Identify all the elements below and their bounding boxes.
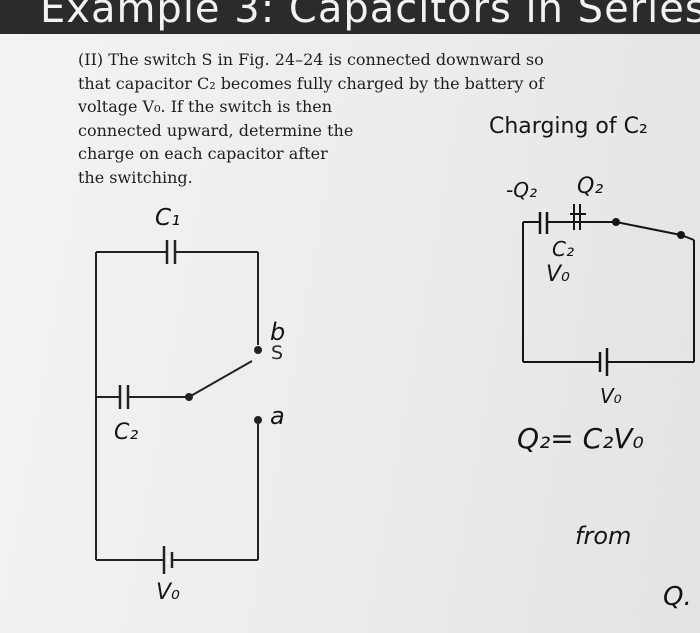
a-label: a xyxy=(270,402,285,430)
c1-label: C₁ xyxy=(155,205,181,231)
charging-heading: Charging of C₂ xyxy=(489,114,648,139)
problem-line: voltage V₀. If the switch is then xyxy=(78,97,333,116)
bottom-q: Q. xyxy=(663,582,692,612)
c2-label: C₂ xyxy=(114,420,139,445)
from-text: from xyxy=(575,522,632,550)
problem-line: charge on each capacitor after xyxy=(78,144,328,163)
handwritten-dots xyxy=(612,218,685,239)
terminal-b xyxy=(254,346,262,354)
terminal-dots xyxy=(185,346,262,424)
neg-q2-label: -Q₂ xyxy=(506,178,537,202)
b-label: b xyxy=(270,318,286,346)
problem-statement: (II) The switch S in Fig. 24–24 is conne… xyxy=(78,48,618,189)
problem-line: connected upward, determine the xyxy=(78,120,354,140)
switch-pivot xyxy=(185,393,193,401)
q2-label: Q₂ xyxy=(577,174,604,199)
title-banner: Example 3: Capacitors in Series xyxy=(0,0,700,34)
right-node xyxy=(612,218,620,226)
banner-title: Example 3: Capacitors in Series xyxy=(40,0,700,32)
v0-label: V₀ xyxy=(156,580,180,605)
notes-c2-label: C₂ xyxy=(552,237,574,261)
textbook-page xyxy=(0,34,700,633)
printed-circuit xyxy=(95,240,259,574)
terminal-a xyxy=(254,416,262,424)
handwritten-circuit xyxy=(522,204,695,376)
notes-v0-label: V₀ xyxy=(546,262,570,287)
problem-line: (II) The switch S in Fig. 24–24 is conne… xyxy=(78,50,544,69)
problem-line: the switching. xyxy=(78,167,193,187)
equation: Q₂= C₂V₀ xyxy=(517,422,644,455)
problem-line: that capacitor C₂ becomes fully charged … xyxy=(78,73,545,93)
switch-label: S xyxy=(271,342,284,364)
far-right-node xyxy=(677,231,685,239)
battery-label: V₀ xyxy=(600,384,622,408)
